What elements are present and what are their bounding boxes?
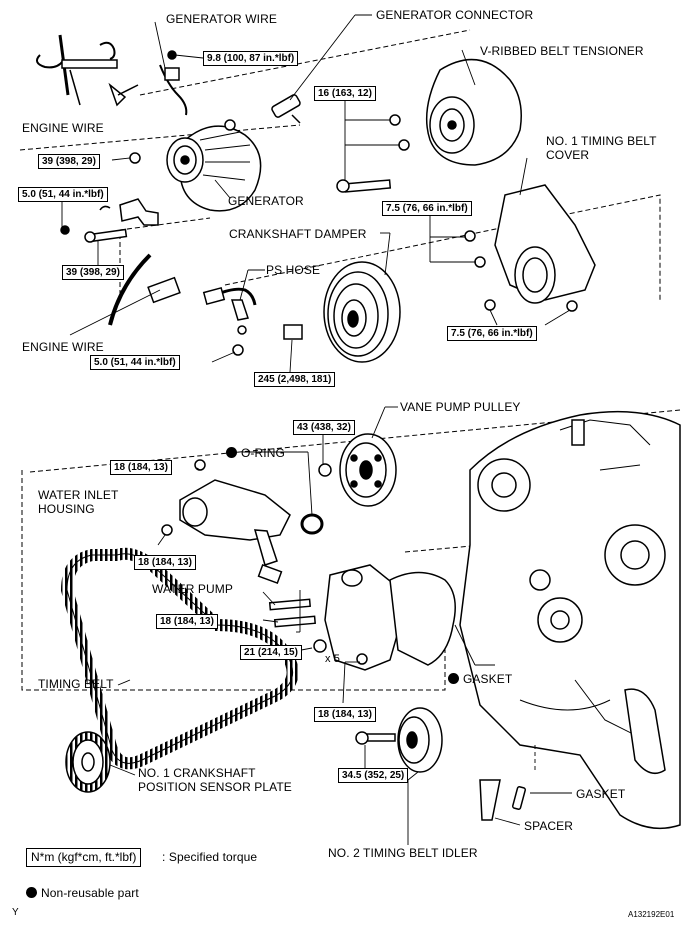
non-reusable-dot [26, 887, 37, 898]
torque-43: 43 (438, 32) [293, 420, 355, 435]
legend-non-reusable: Non-reusable part [26, 886, 139, 900]
crankshaft-sensor-plate-part [65, 731, 111, 793]
torque-9-8: 9.8 (100, 87 in.*lbf) [203, 51, 299, 66]
non-reusable-dot [226, 447, 237, 458]
label-no1-crankshaft-sensor-plate: NO. 1 CRANKSHAFT POSITION SENSOR PLATE [138, 766, 292, 794]
legend-torque-box: N*m (kgf*cm, ft.*lbf) [26, 848, 142, 867]
water-inlet-housing-part [161, 459, 291, 585]
label-vane-pump-pulley: VANE PUMP PULLEY [400, 400, 521, 414]
leader-lines [61, 14, 572, 845]
no2-timing-belt-idler-part [355, 707, 443, 773]
non-reusable-dot [448, 673, 459, 684]
vane-pump-pulley-part [318, 433, 397, 507]
generator-wire-part [159, 50, 188, 116]
generator-connector-part [271, 94, 301, 124]
torque-39-top: 39 (398, 29) [38, 154, 100, 169]
torque-34-5: 34.5 (352, 25) [338, 768, 409, 783]
engine-wire-top-part [35, 34, 139, 107]
figure-code: A132192E01 [628, 910, 675, 919]
label-generator-connector: GENERATOR CONNECTOR [376, 8, 534, 22]
label-gasket-right: GASKET [448, 672, 512, 686]
label-water-inlet-housing: WATER INLET HOUSING [38, 488, 119, 516]
label-gasket-right-text: GASKET [463, 672, 513, 686]
v-ribbed-belt-tensioner-part [336, 58, 522, 193]
label-generator-wire: GENERATOR WIRE [166, 12, 277, 26]
legend-torque-text: : Specified torque [162, 850, 258, 864]
label-spacer: SPACER [524, 819, 574, 833]
torque-7-5-bottom: 7.5 (76, 66 in.*lbf) [447, 326, 537, 341]
label-timing-belt: TIMING BELT [38, 677, 114, 691]
engine-block-part [459, 410, 681, 830]
label-no2-timing-belt-idler: NO. 2 TIMING BELT IDLER [328, 846, 478, 860]
label-engine-wire-bottom: ENGINE WIRE [22, 340, 104, 354]
torque-7-5-top: 7.5 (76, 66 in.*lbf) [382, 201, 472, 216]
torque-18-pump: 18 (184, 13) [156, 614, 218, 629]
torque-5-0-bottom: 5.0 (51, 44 in.*lbf) [90, 355, 180, 370]
label-o-ring-text: O-RING [241, 446, 285, 460]
torque-5-0-top: 5.0 (51, 44 in.*lbf) [18, 187, 108, 202]
label-o-ring: O-RING [226, 446, 285, 460]
torque-18-housing: 18 (184, 13) [134, 555, 196, 570]
torque-245: 245 (2,498, 181) [254, 372, 336, 387]
label-engine-wire-top: ENGINE WIRE [22, 121, 104, 135]
label-no1-timing-belt-cover: NO. 1 TIMING BELT COVER [546, 134, 657, 162]
o-ring-part [300, 513, 324, 535]
crankshaft-damper-part [283, 261, 401, 363]
generator-bracket [60, 198, 159, 243]
label-water-pump: WATER PUMP [152, 582, 233, 596]
label-gasket-bottom: GASKET [576, 787, 626, 801]
torque-18-bottom: 18 (184, 13) [314, 707, 376, 722]
label-times-five: x 5 [325, 653, 340, 665]
torque-39-bottom: 39 (398, 29) [62, 265, 124, 280]
torque-16: 16 (163, 12) [314, 86, 376, 101]
label-generator: GENERATOR [228, 194, 304, 208]
label-v-ribbed-belt-tensioner: V-RIBBED BELT TENSIONER [480, 44, 644, 58]
torque-18-top: 18 (184, 13) [110, 460, 172, 475]
legend-non-reusable-text: Non-reusable part [41, 886, 139, 900]
label-ps-hose: PS HOSE [266, 263, 321, 277]
water-pump-part [268, 564, 456, 671]
torque-21: 21 (214, 15) [240, 645, 302, 660]
label-crankshaft-damper: CRANKSHAFT DAMPER [229, 227, 367, 241]
ps-hose-part [202, 286, 257, 356]
generator-part [129, 119, 262, 212]
no1-timing-belt-cover-part [464, 184, 596, 312]
spacer-gasket-part [479, 779, 527, 821]
corner-mark-left: Y [12, 907, 19, 918]
